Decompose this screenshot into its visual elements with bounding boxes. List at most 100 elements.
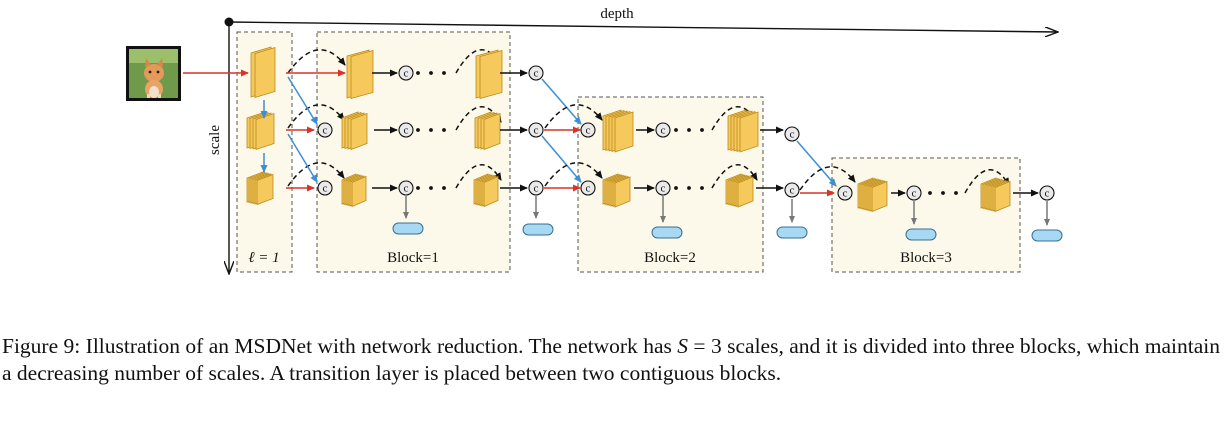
t2-concat-s3-symbol: c xyxy=(790,185,795,197)
b1-concat-in-s3 xyxy=(317,180,333,196)
initial-scale-1-maps-sheet xyxy=(254,46,276,99)
t1-concat-s1 xyxy=(528,65,544,81)
b1-concat-s3-symbol: c xyxy=(404,183,409,195)
b2-dots-s2 xyxy=(674,128,704,132)
b3-concat-in-s3-symbol: c xyxy=(843,188,848,200)
caption-lead: Figure 9: Illustration of an MSDNet with… xyxy=(2,334,678,358)
b3-dots-s3-dot xyxy=(928,191,932,195)
b2-concat-in-s3-symbol: c xyxy=(586,183,591,195)
t2-blue-s2-s3 xyxy=(796,140,837,187)
b1-concat-s2-symbol: c xyxy=(404,125,409,137)
b2-concat-in-s2 xyxy=(580,122,596,138)
b1-dots-s1-dot xyxy=(429,71,433,75)
b1-dots-s2 xyxy=(416,128,446,132)
b2-dots-s2-dot xyxy=(674,128,678,132)
initial-scale-3-maps-sheet xyxy=(256,173,274,206)
caption-rest: scales, and it is divided into three blo… xyxy=(2,334,1220,385)
b1-dots-s3 xyxy=(416,186,446,190)
b2-scale-3-maps-sheet xyxy=(614,176,631,208)
b3-concat-in-s3 xyxy=(837,185,853,201)
b1-concat-in-s2-symbol: c xyxy=(323,125,328,137)
t2-concat-s2 xyxy=(784,126,800,142)
b3-final-concat-symbol: c xyxy=(1045,188,1050,200)
b3-classifier xyxy=(905,228,937,241)
b1-dots-s2-dot xyxy=(429,128,433,132)
b3-dots-s3 xyxy=(928,191,958,195)
b1-dots-s3-dot xyxy=(416,186,420,190)
layer-one-label: ℓ = 1 xyxy=(248,250,279,266)
b1-dots-s1-dot xyxy=(416,71,420,75)
b2-start-arc-s3 xyxy=(544,162,603,187)
b1-concat-in-s2 xyxy=(317,122,333,138)
b1-last-scale-3-maps xyxy=(473,173,499,208)
t1-concat-s3-symbol: c xyxy=(534,183,539,195)
b2-concat-s2 xyxy=(655,122,671,138)
b2-concat-in-s3 xyxy=(580,180,596,196)
caption-math-eq: = 3 xyxy=(688,334,722,358)
b1-scale-2-maps xyxy=(341,111,368,151)
b3-start-arc-s3 xyxy=(799,166,856,191)
b1-scale-2-maps-sheet xyxy=(350,112,368,151)
block-2-label: Block=2 xyxy=(644,250,696,266)
initial-scale-2-maps-sheet xyxy=(255,112,275,151)
t2-concat-s2-symbol: c xyxy=(790,129,795,141)
skip-arc-b1-s1 xyxy=(287,49,346,74)
b1-last-scale-1-maps xyxy=(475,49,503,100)
initial-scale-3-maps xyxy=(246,171,274,206)
b1-concat-s1-symbol: c xyxy=(404,68,409,80)
t2-classifier xyxy=(776,226,808,239)
b2-dots-s3-dot xyxy=(674,186,678,190)
b2-dots-s3-dot xyxy=(687,186,691,190)
depth-axis-label: depth xyxy=(600,6,634,22)
b3-concat-s3-symbol: c xyxy=(912,188,917,200)
block-3-label: Block=3 xyxy=(900,250,952,266)
block-1-label: Block=1 xyxy=(387,250,439,266)
b1-dots-s3-dot xyxy=(429,186,433,190)
initial-scale-1-maps xyxy=(250,46,276,99)
b2-scale-3-maps xyxy=(602,173,631,208)
b2-scale-2-maps xyxy=(602,109,634,153)
b2-classifier xyxy=(651,226,683,239)
b2-dots-s2-dot xyxy=(700,128,704,132)
b2-dots-s3-dot xyxy=(700,186,704,190)
depth-axis xyxy=(228,21,1058,32)
skip-arc-b1-s2 xyxy=(287,104,345,129)
t1-concat-s2 xyxy=(528,122,544,138)
b1-concat-s3 xyxy=(398,180,414,196)
b3-end-arc-s3 xyxy=(964,169,1010,194)
b2-end-arc-s3 xyxy=(711,164,758,189)
b1-dots-s1-dot xyxy=(442,71,446,75)
b1-dots-s3-dot xyxy=(442,186,446,190)
t2-concat-s3 xyxy=(784,182,800,198)
b2-scale-2-maps-sheet xyxy=(614,111,634,153)
axes: depth scale xyxy=(207,6,1058,274)
b1-last-scale-3-maps-sheet xyxy=(483,175,499,208)
caption-math-s: S xyxy=(677,334,689,358)
b2-concat-s3-symbol: c xyxy=(661,183,666,195)
t1-blue-s2-s3 xyxy=(541,135,582,183)
t1-classifier xyxy=(522,223,554,236)
b2-concat-s3 xyxy=(655,180,671,196)
b1-concat-s1 xyxy=(398,65,414,81)
b1-concat-in-s3-symbol: c xyxy=(323,183,328,195)
b1-last-scale-2-maps xyxy=(474,111,501,151)
t1-concat-s3 xyxy=(528,180,544,196)
t1-concat-s2-symbol: c xyxy=(534,125,539,137)
b2-last-scale-3-maps xyxy=(725,173,754,208)
b2-last-scale-2-maps xyxy=(727,109,759,153)
scale-axis-label: scale xyxy=(207,125,223,155)
b1-end-arc-s3 xyxy=(455,164,502,189)
skip-arc-b1-s3 xyxy=(287,162,345,187)
b3-last-scale-3-maps-sheet xyxy=(994,180,1011,213)
b3-dots-s3-dot xyxy=(954,191,958,195)
input-image xyxy=(126,46,181,101)
b1-scale-3-maps xyxy=(341,173,367,208)
b1-dots-s1 xyxy=(416,71,446,75)
b3-final-concat xyxy=(1039,185,1055,201)
b2-concat-in-s2-symbol: c xyxy=(586,125,591,137)
b3-concat-s3 xyxy=(906,185,922,201)
b3-scale-3-maps xyxy=(857,177,888,213)
b1-scale-1-maps-sheet xyxy=(350,49,374,100)
b1-classifier xyxy=(392,222,424,235)
